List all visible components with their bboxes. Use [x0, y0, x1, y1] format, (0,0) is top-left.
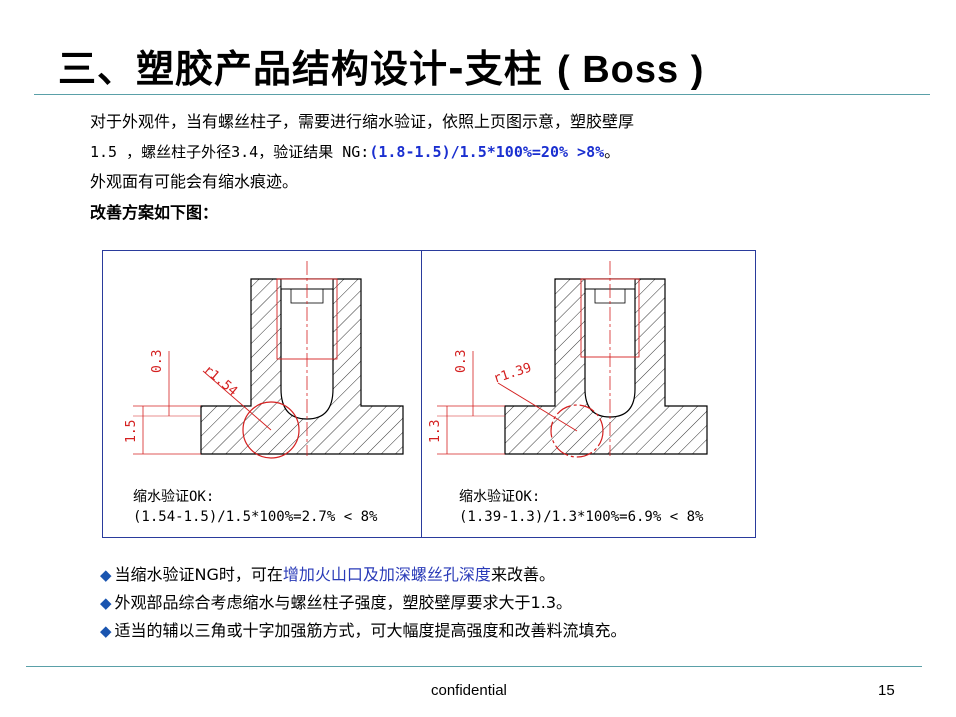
- right-dim-top-label: 0.3: [454, 350, 469, 373]
- page-title-en: ( Boss ): [557, 49, 705, 91]
- diamond-icon: ◆: [100, 566, 112, 584]
- figure-divider: [421, 251, 422, 537]
- right-caption-line-1: 缩水验证OK:: [459, 489, 541, 505]
- left-caption: 缩水验证OK: (1.54-1.5)/1.5*100%=2.7% < 8%: [133, 487, 377, 527]
- left-boss-body: [200, 278, 404, 455]
- title-underline: [34, 94, 930, 95]
- bullet-2-text: 外观部品综合考虑缩水与螺丝柱子强度，塑胶壁厚要求大于1.3。: [114, 593, 572, 612]
- bullet-1-pre: 当缩水验证NG时，可在: [114, 565, 283, 584]
- left-section: 0.3 1.5 r1.54: [124, 261, 404, 459]
- improvement-heading: 改善方案如下图：: [90, 203, 219, 222]
- bullet-1-highlight: 增加火山口及加深螺丝孔深度: [282, 565, 491, 584]
- right-caption-line-2: (1.39-1.3)/1.3*100%=6.9% < 8%: [459, 509, 704, 525]
- cross-section-figure: 0.3 1.5 r1.54 0.3 1.3 r1.39 缩水验证OK: (1.5…: [102, 250, 756, 538]
- intro-line-2-prefix: 1.5 ，螺丝柱子外径3.4，验证结果 NG:: [90, 143, 370, 161]
- intro-line-3: 外观面有可能会有缩水痕迹。: [90, 172, 299, 191]
- left-dim-bottom-label: 1.5: [124, 420, 139, 443]
- right-radius-line: [497, 382, 578, 432]
- page-title: 三、塑胶产品结构设计-支柱 ( Boss ): [58, 38, 704, 93]
- ng-formula: (1.8-1.5)/1.5*100%=20% >8%: [369, 143, 605, 161]
- page-title-cn: 三、塑胶产品结构设计-支柱: [58, 47, 543, 91]
- left-caption-line-1: 缩水验证OK:: [133, 489, 215, 505]
- left-dim-top-label: 0.3: [150, 350, 165, 373]
- cross-section-drawings: 0.3 1.5 r1.54 0.3 1.3 r1.39: [124, 261, 708, 459]
- footer-label: confidential: [431, 682, 507, 699]
- intro-line-1: 对于外观件，当有螺丝柱子，需要进行缩水验证，依照上页图示意，塑胶壁厚: [90, 112, 635, 131]
- bullet-3: ◆适当的辅以三角或十字加强筋方式，可大幅度提高强度和改善料流填充。: [100, 620, 627, 642]
- bullet-1: ◆当缩水验证NG时，可在增加火山口及加深螺丝孔深度来改善。: [100, 564, 555, 586]
- diamond-icon: ◆: [100, 594, 112, 612]
- right-section: 0.3 1.3 r1.39: [428, 261, 708, 458]
- left-radius-label: r1.54: [200, 363, 240, 400]
- bullet-1-post: 来改善。: [490, 565, 555, 584]
- left-caption-line-2: (1.54-1.5)/1.5*100%=2.7% < 8%: [133, 509, 378, 525]
- right-boss-body: [504, 278, 708, 455]
- intro-line-2-suffix: 。: [604, 142, 621, 161]
- right-dim-bottom-label: 1.3: [428, 420, 443, 443]
- intro-line-2: 1.5 ，螺丝柱子外径3.4，验证结果 NG:(1.8-1.5)/1.5*100…: [90, 142, 620, 162]
- footer-rule: [26, 666, 922, 667]
- right-radius-label: r1.39: [492, 360, 534, 386]
- right-check-circle: [550, 404, 604, 458]
- right-caption: 缩水验证OK: (1.39-1.3)/1.3*100%=6.9% < 8%: [459, 487, 703, 527]
- diamond-icon: ◆: [100, 622, 112, 640]
- bullet-3-text: 适当的辅以三角或十字加强筋方式，可大幅度提高强度和改善料流填充。: [114, 621, 627, 640]
- left-radius-line: [202, 370, 272, 431]
- bullet-2: ◆外观部品综合考虑缩水与螺丝柱子强度，塑胶壁厚要求大于1.3。: [100, 592, 572, 614]
- left-check-circle: [242, 401, 300, 459]
- page-number: 15: [878, 682, 895, 699]
